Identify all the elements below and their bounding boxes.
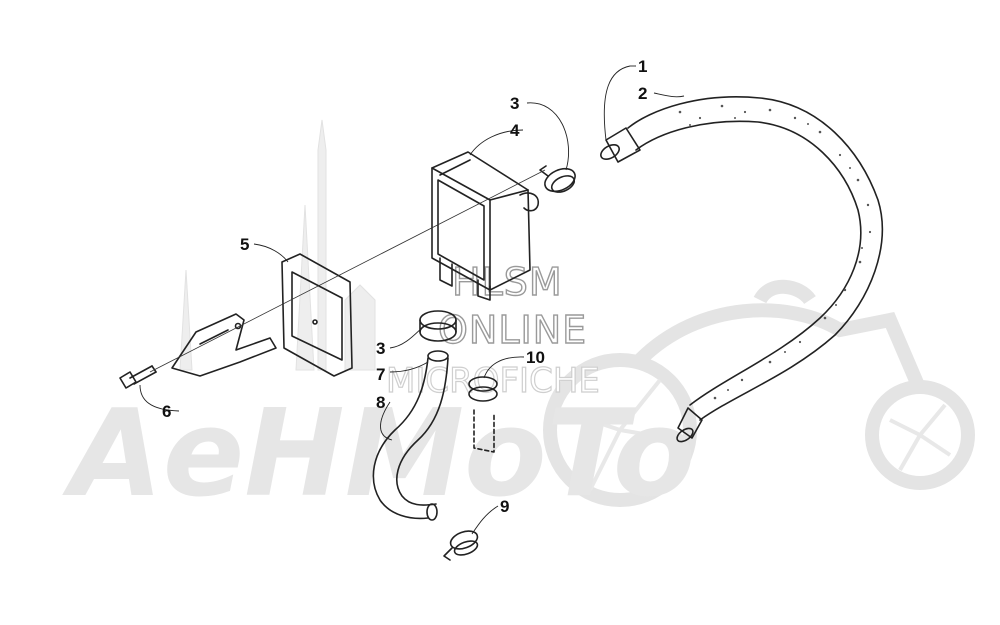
callout-6: 6 [162, 402, 171, 421]
hose-long [627, 96, 884, 443]
leader-lines [139, 65, 685, 535]
hose-short [372, 350, 449, 521]
gasket-plate [281, 253, 353, 377]
callout-2: 2 [638, 84, 647, 103]
watermark-brand: AeHMoTo [62, 385, 695, 524]
clamp-upper [539, 165, 576, 193]
callout-4: 4 [510, 121, 520, 140]
callout-5: 5 [240, 235, 249, 254]
watermark: AeHMoTo HLSM ONLINE MICROFICHE [62, 119, 975, 524]
watermark-skyline [179, 119, 376, 371]
watermark-line1: HLSM [452, 260, 563, 304]
callout-7: 7 [376, 365, 385, 384]
bolt [119, 365, 157, 389]
alignment-line [149, 169, 546, 373]
watermark-line2: ONLINE [438, 308, 587, 352]
callout-1: 1 [638, 57, 647, 76]
callout-9: 9 [500, 497, 509, 516]
valve-assembly [431, 151, 540, 301]
callout-10: 10 [526, 348, 545, 367]
clamp-10 [468, 376, 498, 453]
callout-3-lower: 3 [376, 339, 385, 358]
watermark-motorcycle [543, 279, 975, 507]
callouts: 1 2 3 4 5 6 3 7 8 9 10 [162, 57, 647, 516]
watermark-line3: MICROFICHE [386, 361, 600, 401]
callout-8: 8 [376, 393, 385, 412]
callout-3-upper: 3 [510, 94, 519, 113]
clamp-lower [419, 310, 457, 342]
fitting-nipple [600, 127, 641, 163]
clamp-9 [443, 530, 479, 561]
